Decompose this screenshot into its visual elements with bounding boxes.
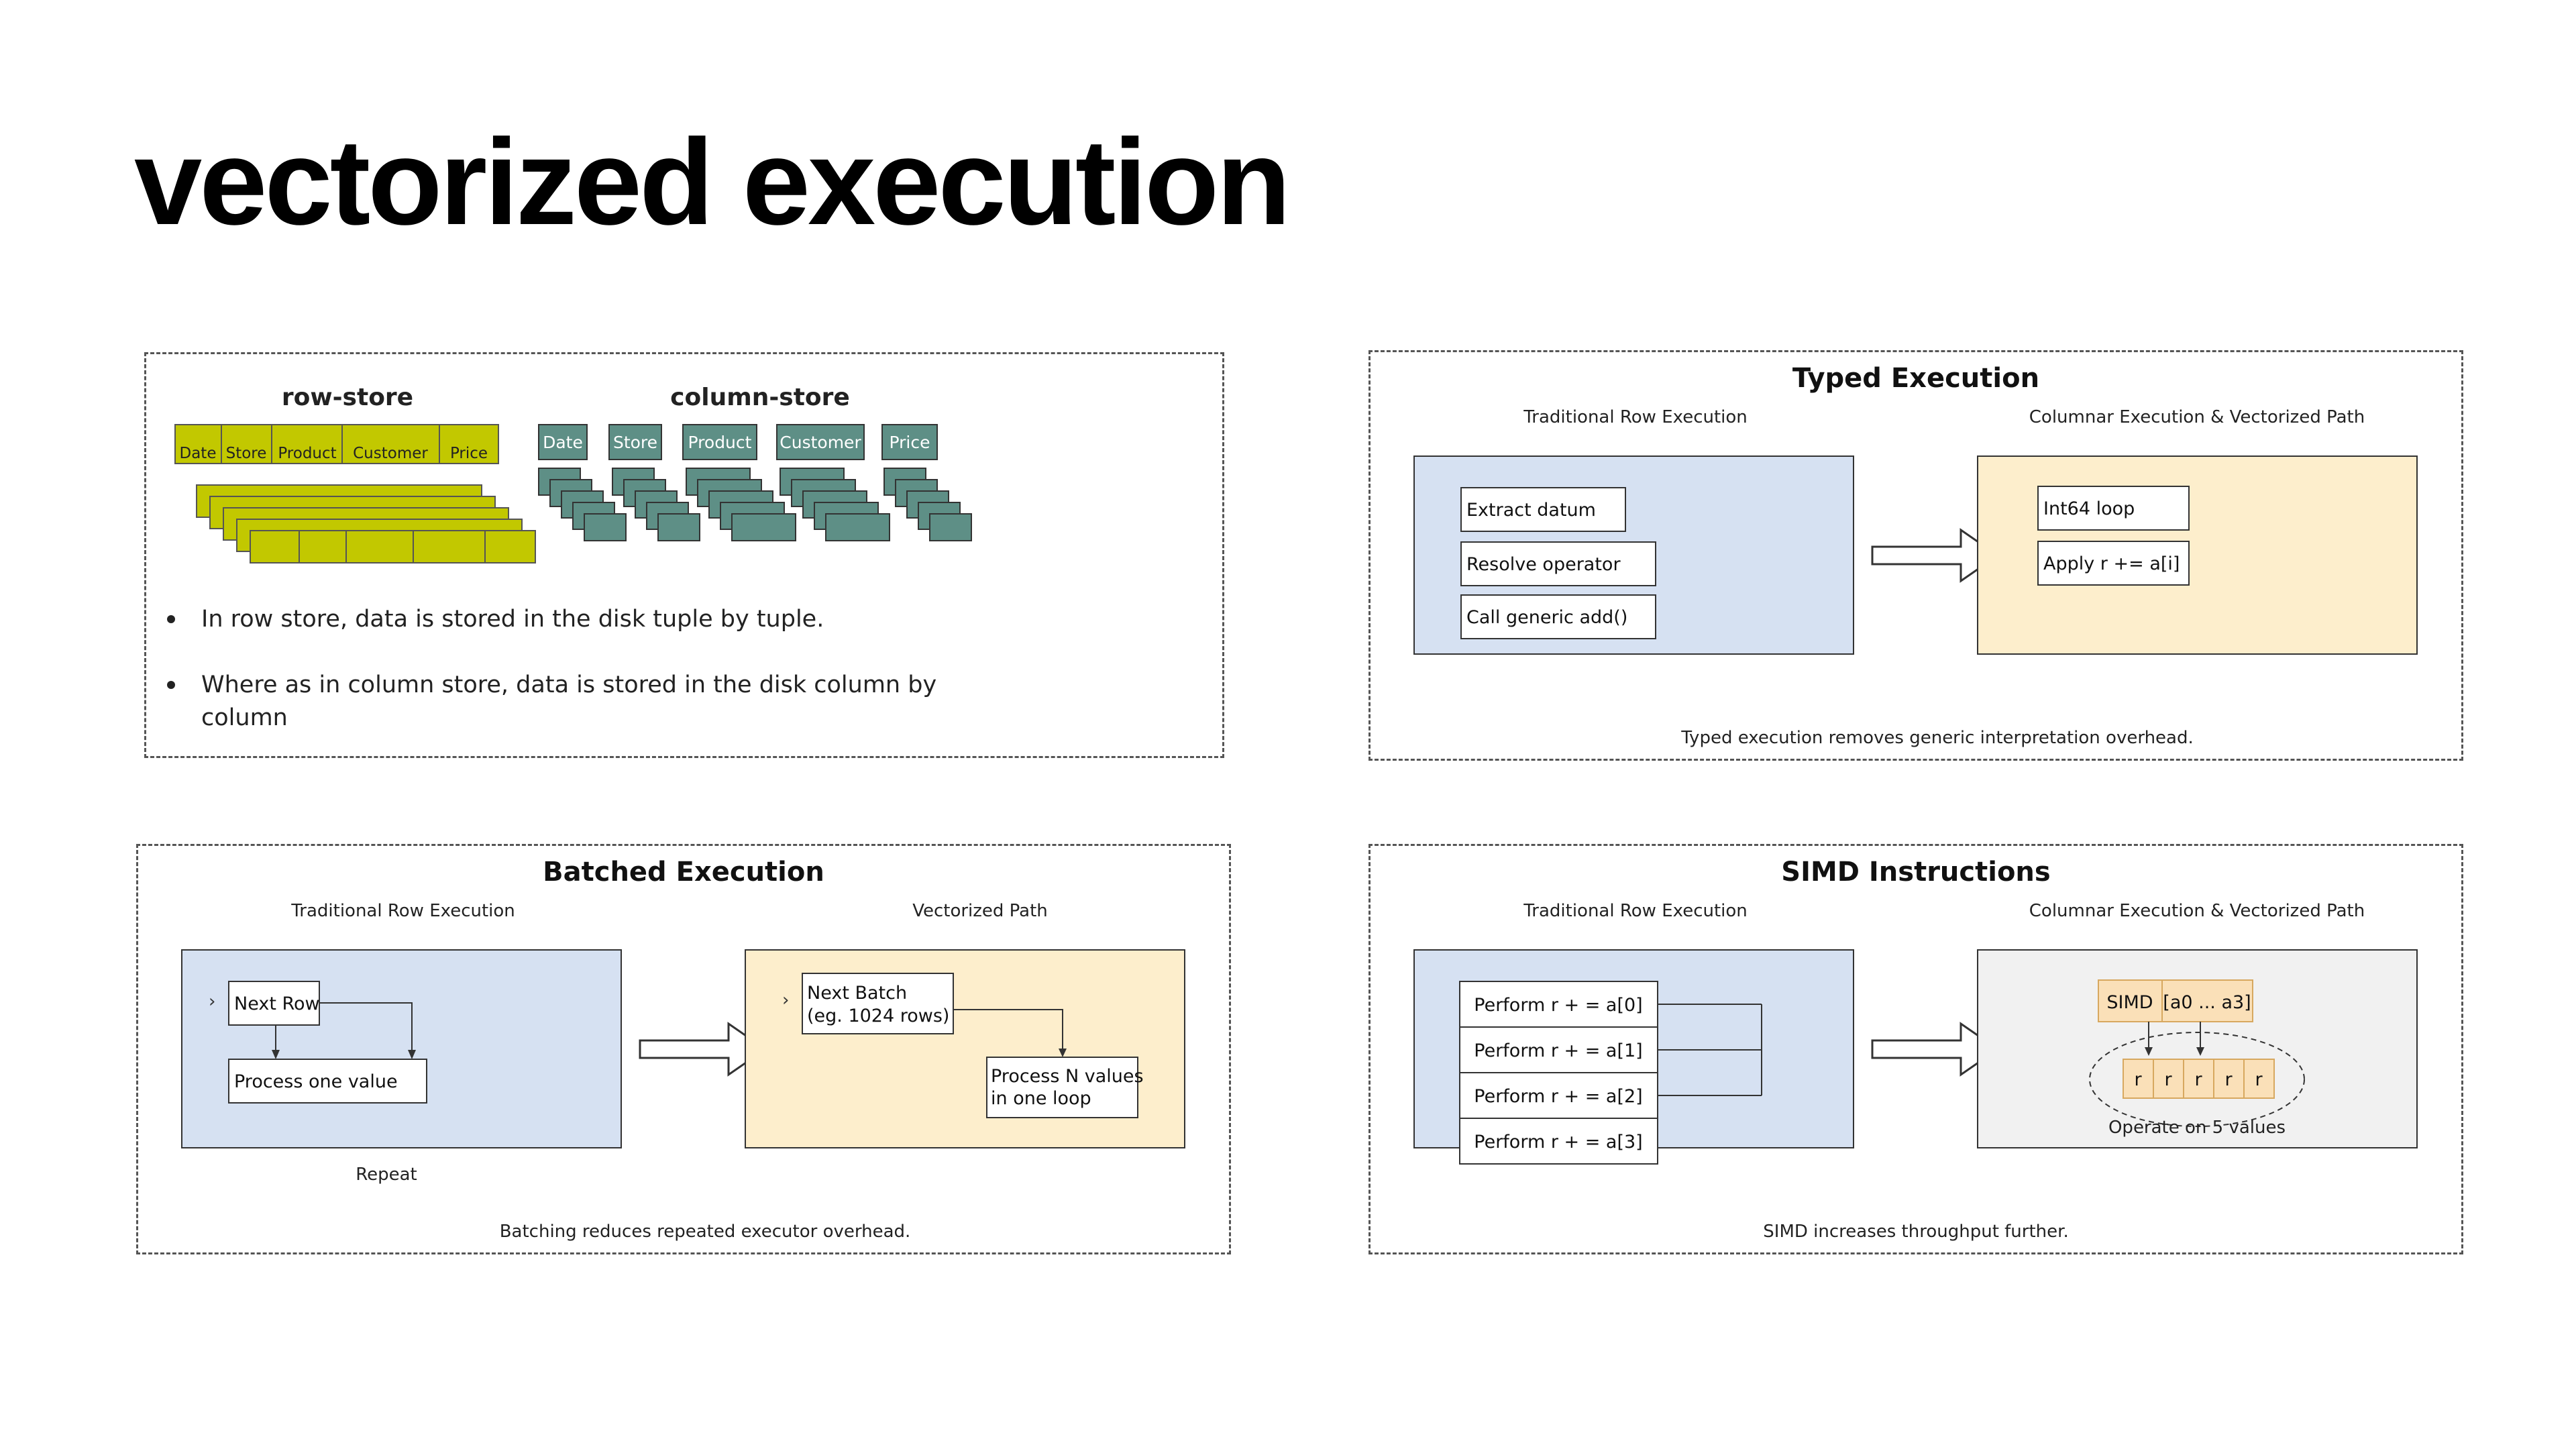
col-header-date: Date xyxy=(543,433,583,452)
simd-result-cell: r xyxy=(2224,1069,2233,1090)
typed-right-item-apply: Apply r += a[i] xyxy=(2043,553,2180,574)
typed-right-item-loop: Int64 loop xyxy=(2043,498,2135,519)
bullet-dot xyxy=(167,615,175,623)
storage-diagram: row-store column-store Date Store Produc… xyxy=(167,384,972,731)
simd-result-cell: r xyxy=(2134,1069,2142,1090)
operate-values-label: Operate on 5 values xyxy=(2108,1118,2286,1138)
batched-execution-diagram: Batched Execution Traditional Row Execut… xyxy=(181,857,1185,1242)
batched-title: Batched Execution xyxy=(543,857,824,888)
row-header-date: Date xyxy=(180,445,217,462)
loop-marker-icon: › xyxy=(782,990,789,1010)
simd-title: SIMD Instructions xyxy=(1781,857,2050,888)
right-process-n-detail: in one loop xyxy=(991,1088,1091,1109)
simd-operation-ellipse xyxy=(2089,1032,2305,1127)
col-header-product: Product xyxy=(688,433,752,452)
column-store-title: column-store xyxy=(670,384,850,411)
row-store-tuples xyxy=(196,484,536,564)
simd-result-cells xyxy=(2123,1059,2275,1099)
right-flow-connector xyxy=(953,1009,1063,1050)
arrowhead-icon xyxy=(1059,1049,1067,1057)
typed-right-item-box xyxy=(2037,486,2190,531)
bullet-row-store: In row store, data is stored in the disk… xyxy=(201,606,824,633)
row-header-price: Price xyxy=(450,445,488,462)
perform-step-3: Perform r + = a[3] xyxy=(1474,1132,1642,1152)
typed-caption: Typed execution removes generic interpre… xyxy=(1680,728,2194,748)
typed-title: Typed Execution xyxy=(1792,363,2039,394)
process-one-box xyxy=(228,1059,427,1104)
loop-marker-icon: › xyxy=(209,991,215,1012)
bullet-column-store: Where as in column store, data is stored… xyxy=(201,672,936,698)
perform-row-boxes xyxy=(1459,981,1658,1165)
left-flow-connectors xyxy=(275,1002,413,1051)
typed-left-item-extract: Extract datum xyxy=(1466,500,1596,521)
arrowhead-icon xyxy=(2145,1047,2204,1056)
typed-left-label: Traditional Row Execution xyxy=(1523,407,1748,427)
left-next-row: Next Row xyxy=(234,994,320,1014)
typed-left-item-box xyxy=(1460,594,1656,639)
simd-diagram: SIMD Instructions Traditional Row Execut… xyxy=(1413,857,2418,1242)
bullet-dot xyxy=(167,681,175,689)
typed-execution-diagram: Typed Execution Traditional Row Executio… xyxy=(1413,363,2418,748)
process-n-box xyxy=(986,1057,1138,1118)
simd-register-label-box xyxy=(2098,979,2163,1022)
simd-result-cell: r xyxy=(2164,1069,2172,1090)
next-batch-box xyxy=(802,973,954,1034)
perform-connectors xyxy=(1658,1004,1762,1096)
batched-right-label: Vectorized Path xyxy=(912,901,1048,921)
left-process-one: Process one value xyxy=(234,1071,398,1092)
row-header-store: Store xyxy=(226,445,267,462)
col-header-customer: Customer xyxy=(780,433,861,452)
slide-title: vectorized execution xyxy=(134,113,1291,250)
row-header-product: Product xyxy=(278,445,336,462)
column-store-values xyxy=(538,468,972,541)
simd-register-range-box xyxy=(2161,979,2253,1022)
row-header-customer: Customer xyxy=(353,445,428,462)
perform-step-2: Perform r + = a[2] xyxy=(1474,1086,1642,1107)
typed-left-item-resolve: Resolve operator xyxy=(1466,554,1621,575)
right-next-batch: Next Batch xyxy=(807,983,907,1004)
simd-result-cell: r xyxy=(2255,1069,2263,1090)
batched-left-box xyxy=(181,949,622,1148)
storage-panel: row-store column-store Date Store Produc… xyxy=(144,352,1224,758)
typed-right-item-box xyxy=(2037,541,2190,586)
typed-left-item-box xyxy=(1460,487,1626,532)
row-store-title: row-store xyxy=(282,384,413,411)
batched-left-label: Traditional Row Execution xyxy=(290,901,515,921)
arrowhead-icon xyxy=(272,1050,416,1059)
col-header-store: Store xyxy=(613,433,657,452)
simd-register-range: [a0 ... a3] xyxy=(2163,992,2251,1013)
typed-left-item-call: Call generic add() xyxy=(1466,607,1627,628)
simd-register-label: SIMD xyxy=(2106,992,2153,1013)
batched-execution-panel: Batched Execution Traditional Row Execut… xyxy=(136,844,1231,1254)
column-store-headers: Date Store Product Customer Price xyxy=(538,424,938,460)
batched-caption: Batching reduces repeated executor overh… xyxy=(500,1222,911,1242)
typed-right-label: Columnar Execution & Vectorized Path xyxy=(2029,407,2365,427)
simd-left-label: Traditional Row Execution xyxy=(1523,901,1748,921)
typed-execution-panel: Typed Execution Traditional Row Executio… xyxy=(1368,350,2463,761)
simd-right-label: Columnar Execution & Vectorized Path xyxy=(2029,901,2365,921)
simd-fanout-connectors xyxy=(2148,1022,2201,1049)
perform-step-0: Perform r + = a[0] xyxy=(1474,995,1642,1016)
row-store-header: Date Store Product Customer Price xyxy=(174,424,499,464)
simd-caption: SIMD increases throughput further. xyxy=(1763,1222,2068,1242)
simd-result-cell: r xyxy=(2194,1069,2202,1090)
perform-step-1: Perform r + = a[1] xyxy=(1474,1040,1642,1061)
repeat-label: Repeat xyxy=(356,1165,417,1185)
bullet-column-store-continued: column xyxy=(201,704,288,731)
typed-left-item-box xyxy=(1460,541,1656,586)
col-header-price: Price xyxy=(890,433,930,452)
right-process-n: Process N values xyxy=(991,1066,1144,1087)
right-next-batch-detail: (eg. 1024 rows) xyxy=(807,1006,949,1026)
next-row-box xyxy=(228,981,320,1026)
simd-panel: SIMD Instructions Traditional Row Execut… xyxy=(1368,844,2463,1254)
